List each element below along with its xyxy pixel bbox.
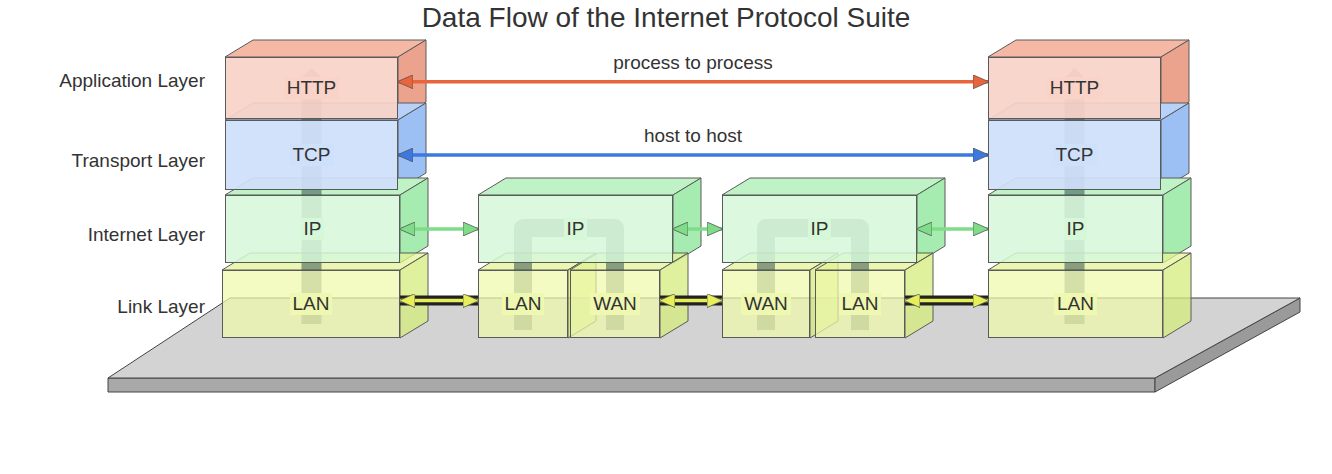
box-side-face: [673, 178, 701, 263]
protocol-name: LAN: [1054, 293, 1097, 315]
box-top-face: [988, 40, 1189, 57]
box-top-face: [478, 178, 701, 195]
layer-connector: [398, 153, 988, 157]
protocol-box: IP: [225, 195, 400, 263]
protocol-name: IP: [301, 218, 325, 240]
layer-connector: [400, 227, 478, 231]
protocol-box: LAN: [222, 270, 400, 338]
layer-label: Link Layer: [117, 296, 205, 318]
box-side-face: [905, 253, 933, 338]
protocol-name: IP: [1064, 218, 1088, 240]
protocol-name: HTTP: [284, 77, 340, 99]
data-flow: [295, 68, 1092, 330]
layer-connector: [673, 227, 722, 231]
plate-front: [108, 378, 1155, 392]
protocol-name: LAN: [502, 293, 545, 315]
layer-label: Transport Layer: [72, 150, 205, 172]
protocol-name: IP: [808, 218, 832, 240]
edge-label: host to host: [641, 125, 745, 147]
protocol-box: IP: [722, 195, 917, 263]
box-side-face: [400, 253, 428, 338]
box-side-face: [1163, 178, 1191, 263]
protocol-box: WAN: [722, 270, 810, 338]
box-side-face: [917, 178, 945, 263]
protocol-box: HTTP: [988, 57, 1161, 119]
link-cable: [660, 296, 722, 306]
protocol-name: LAN: [839, 293, 882, 315]
connectors: [398, 82, 988, 301]
protocol-box: IP: [988, 195, 1163, 263]
box-side-face: [398, 103, 426, 190]
protocol-box: IP: [478, 195, 673, 263]
box-side-face: [660, 253, 688, 338]
layer-connector: [905, 299, 988, 303]
layer-label: Internet Layer: [88, 224, 205, 246]
link-cable: [905, 296, 988, 306]
protocol-name: IP: [564, 218, 588, 240]
box-side-face: [1161, 103, 1189, 190]
protocol-box: TCP: [988, 120, 1161, 190]
edge-label: process to process: [610, 52, 775, 74]
layer-label: Application Layer: [59, 70, 205, 92]
layer-connector: [917, 227, 988, 231]
box-top-face: [722, 178, 945, 195]
protocol-box: TCP: [225, 120, 398, 190]
protocol-name: HTTP: [1047, 77, 1103, 99]
box-side-face: [400, 178, 428, 263]
protocol-name: LAN: [290, 293, 333, 315]
diagram-title: Data Flow of the Internet Protocol Suite: [0, 2, 1332, 34]
box-top-face: [225, 40, 426, 57]
protocol-name: WAN: [590, 293, 640, 315]
protocol-name: WAN: [741, 293, 791, 315]
layer-connector: [660, 299, 722, 303]
protocol-box: HTTP: [225, 57, 398, 119]
protocol-box: LAN: [478, 270, 568, 338]
protocol-box: LAN: [988, 270, 1163, 338]
box-faces: [222, 40, 1191, 338]
link-cable: [400, 296, 478, 306]
box-side-face: [1163, 253, 1191, 338]
protocol-name: TCP: [1053, 144, 1097, 166]
protocol-box: LAN: [815, 270, 905, 338]
layer-connector: [398, 80, 988, 84]
protocol-name: TCP: [290, 144, 334, 166]
layer-connector: [400, 299, 478, 303]
protocol-box: WAN: [570, 270, 660, 338]
